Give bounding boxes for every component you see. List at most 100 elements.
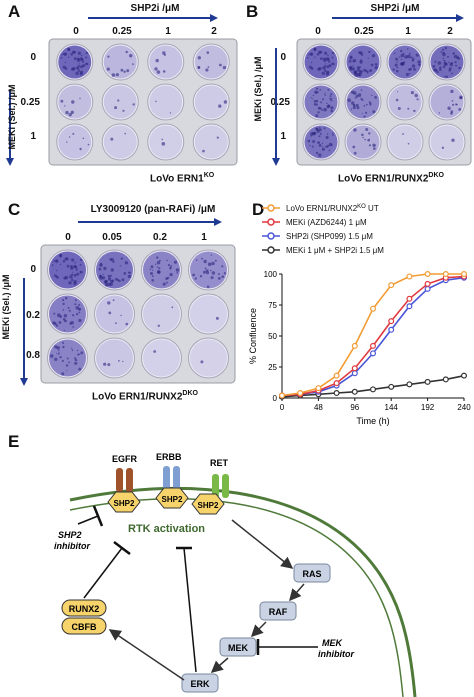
data-point [424, 270, 431, 277]
rtk-activation-label: RTK activation [128, 523, 205, 535]
well [56, 43, 94, 81]
panel-letter-b: B [246, 2, 259, 21]
well [101, 83, 139, 121]
raf-node: RAF [259, 601, 297, 621]
well [192, 83, 230, 121]
shp2-hexagon: SHP2 [155, 487, 189, 509]
well [94, 293, 135, 335]
data-point [297, 390, 304, 397]
shp2i-arrow [332, 14, 464, 22]
row-label: 0.8 [26, 350, 40, 361]
y-tick-label: 25 [268, 363, 277, 372]
y-tick-label: 100 [264, 270, 278, 279]
y-tick-label: 50 [268, 332, 277, 341]
erk-node: ERK [181, 673, 219, 693]
svg-text:SHP2i (SHP099) 1.5 μM: SHP2i (SHP099) 1.5 μM [286, 232, 373, 241]
signaling-diagram: EGFR ERBB RET SHP2 SHP2 SHP2 RTK activat… [54, 452, 417, 697]
x-axis-label: Time (h) [356, 416, 389, 426]
well [188, 337, 229, 379]
ras-node: RAS [293, 563, 331, 583]
data-point [351, 365, 358, 372]
row-label: 0 [30, 264, 36, 275]
data-point [333, 372, 340, 379]
legend-item: LoVo ERN1/RUNX2KO UT [262, 204, 379, 213]
well [94, 249, 135, 291]
mek-node: MEK [219, 637, 257, 657]
cell-line-caption: LoVo ERN1/RUNX2DKO [92, 390, 198, 403]
shp2-hexagon: SHP2 [191, 493, 225, 515]
mek-inhibitor [256, 639, 318, 655]
chart-legend: LoVo ERN1/RUNX2KO UT MEKi (AZD6244) 1 μM S… [262, 204, 384, 255]
well [141, 337, 182, 379]
cell-line-caption: LoVo ERN1KO [150, 172, 215, 185]
well [386, 43, 424, 81]
well [47, 293, 88, 335]
column-label: 1 [405, 26, 411, 37]
data-point [424, 285, 431, 292]
meki-label: MEKi (Sel.) /μM [253, 56, 263, 122]
well [192, 43, 230, 81]
well [302, 43, 340, 81]
rafi-arrow [78, 218, 222, 226]
well [386, 123, 424, 161]
y-tick-label: 0 [273, 394, 278, 403]
erk-to-runx2-arrow [108, 629, 185, 681]
well [188, 293, 229, 335]
row-label: 0.2 [26, 310, 40, 321]
well [302, 83, 340, 121]
well [302, 123, 340, 161]
panel-b: SHP2i /μM 0 0.25 1 2 0 0.25 1 MEKi (Sel.… [240, 0, 474, 195]
meki-label: MEKi (Sel.) /μM [1, 274, 11, 340]
svg-text:RUNX2: RUNX2 [69, 604, 100, 614]
row-label: 0.25 [20, 97, 40, 108]
panel-letter-a: A [8, 2, 21, 21]
data-point [424, 378, 431, 385]
data-point [461, 372, 468, 379]
column-label: 0 [315, 26, 321, 37]
shp2-inhibitor-label: SHP2 [58, 530, 82, 540]
well [344, 83, 382, 121]
svg-text:CBFB: CBFB [72, 622, 97, 632]
cbfb-node: CBFB [61, 617, 107, 635]
well-plate [296, 38, 472, 166]
svg-text:MEKi (AZD6244) 1 μM: MEKi (AZD6244) 1 μM [286, 218, 367, 227]
panel-letter-e: E [8, 432, 20, 451]
x-tick-label: 0 [280, 403, 285, 412]
shp2i-label: SHP2i /μM [130, 3, 180, 14]
erbb-receptor [163, 466, 180, 490]
data-point [388, 326, 395, 333]
data-point [424, 280, 431, 287]
data-point [370, 350, 377, 357]
well [344, 43, 382, 81]
well [428, 43, 466, 81]
well [47, 249, 88, 291]
data-point [442, 376, 449, 383]
well [428, 83, 466, 121]
mek-inhibitor-label: MEK [322, 638, 344, 648]
confluence-chart: LoVo ERN1/RUNX2KO UT MEKi (AZD6244) 1 μM S… [248, 204, 471, 426]
data-point [370, 305, 377, 312]
cell-membrane-inner [69, 498, 404, 697]
well [56, 83, 94, 121]
legend-item: MEKi 1 μM + SHP2i 1.5 μM [262, 246, 384, 255]
data-point [333, 390, 340, 397]
column-label: 1 [165, 26, 171, 37]
panel-a: SHP2i /μM 0 0.25 1 2 0 0.25 1 MEKi (Sel.… [0, 0, 240, 195]
well-plate [40, 244, 236, 384]
svg-text:MEKi 1 μM + SHP2i 1.5 μM: MEKi 1 μM + SHP2i 1.5 μM [286, 246, 384, 255]
row-label: 1 [30, 131, 36, 142]
well [101, 43, 139, 81]
data-point [333, 380, 340, 387]
y-axis-label: % Confluence [248, 308, 258, 364]
rtk-to-ras-arrow [231, 519, 294, 569]
data-point [370, 386, 377, 393]
row-label: 0.25 [270, 97, 290, 108]
ras-to-raf-arrow [289, 583, 305, 602]
meki-arrow [6, 90, 14, 166]
x-tick-label: 192 [421, 403, 435, 412]
data-point [406, 381, 413, 388]
data-point [442, 270, 449, 277]
ret-receptor [212, 474, 229, 498]
column-label: 1 [201, 232, 207, 243]
